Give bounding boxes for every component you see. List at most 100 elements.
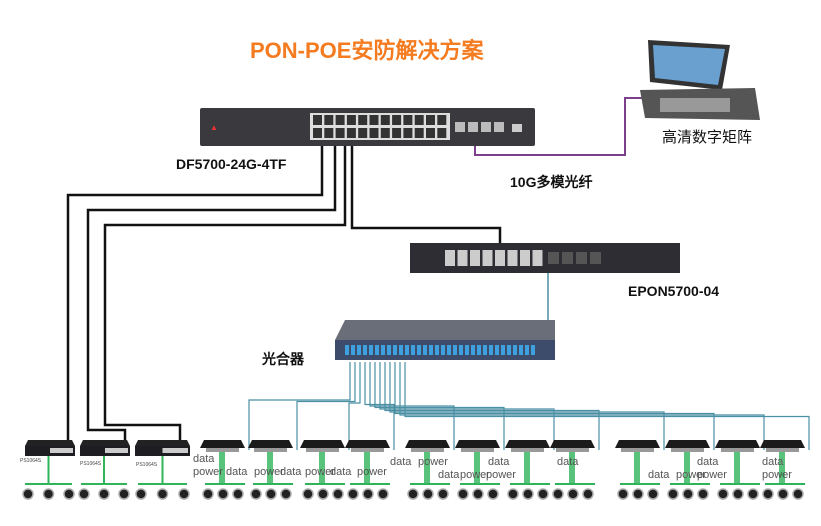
poe-onu-ports [351,448,384,452]
power-label: power [676,469,706,481]
data-label: data [438,469,460,481]
splitter-port [507,345,511,355]
poe-onu [505,440,550,448]
data-label: data [697,456,719,468]
ethernet-port [369,115,379,125]
splitter-port [369,345,373,355]
dome-camera [377,488,389,500]
matrix-front-panel [660,98,730,112]
pon-drop-link [374,362,505,450]
pon-port [590,252,601,264]
splitter-port [465,345,469,355]
access-switch-ports [50,448,73,453]
splitter-top [335,320,555,340]
sfp-port [455,122,465,132]
poe-onu-ports [621,448,654,452]
fiber-label: 10G多模光纤 [510,174,593,190]
poe-onu-ports [671,448,704,452]
power-label: power [762,469,792,481]
data-label: data [390,456,412,468]
dome-camera [317,488,329,500]
poe-onu-ports [511,448,544,452]
splitter-port [441,345,445,355]
power-label: power [460,469,490,481]
data-label: data [557,456,579,468]
ethernet-port [335,128,345,138]
dome-camera [697,488,709,500]
pon-port [562,252,573,264]
dome-camera [280,488,292,500]
access-switch [25,440,75,446]
access-switch-model-label: PS1064S [136,462,158,468]
splitter-label: 光合器 [262,351,304,367]
splitter-port [495,345,499,355]
dome-camera [792,488,804,500]
olt-port [445,250,455,266]
ethernet-port [437,115,447,125]
poe-onu [550,440,595,448]
dome-camera [217,488,229,500]
poe-onu-ports [556,448,589,452]
dome-camera [682,488,694,500]
data-label: data [762,456,784,468]
olt-port [495,250,505,266]
fiber-link [474,97,645,156]
dome-camera [747,488,759,500]
power-label: power [486,469,516,481]
olt-port [457,250,468,266]
splitter-port [519,345,523,355]
splitter-port [393,345,397,355]
dome-camera [717,488,729,500]
ethernet-port [392,115,402,125]
poe-onu-ports [411,448,444,452]
dome-camera [552,488,564,500]
pon-port [548,252,559,264]
splitter-port [405,345,409,355]
splitter-port [417,345,421,355]
pon-drop-link [384,362,600,450]
camera [118,488,130,500]
splitter-port [345,345,349,355]
power-label: power [357,466,387,478]
dome-camera [347,488,359,500]
data-label: data [280,466,302,478]
dome-camera [582,488,594,500]
access-switch-model-label: PS1064S [20,458,42,464]
splitter-port [453,345,457,355]
copper-link [103,138,347,445]
camera [22,488,34,500]
olt-port [520,250,530,266]
splitter-port [501,345,505,355]
power-label: power [305,466,335,478]
poe-onu [200,440,245,448]
poe-onu-ports [206,448,239,452]
olt-port [532,250,543,266]
dome-camera [537,488,549,500]
brand-logo: ▲ [210,123,218,132]
olt-port [470,250,480,266]
access-switch-model-label: PS1064S [80,461,102,467]
dome-camera [250,488,262,500]
splitter-port [381,345,385,355]
dome-camera [567,488,579,500]
console-port [512,124,522,132]
splitter-port [525,345,529,355]
poe-onu [248,440,293,448]
splitter-port [351,345,355,355]
dome-camera [472,488,484,500]
access-switch-ports [162,448,188,453]
pon-drop-link [389,362,665,450]
monitor-screen [653,45,725,85]
ethernet-port [380,115,390,125]
splitter-port [459,345,463,355]
poe-onu [300,440,345,448]
splitter-port [513,345,517,355]
ethernet-port [346,115,356,125]
ethernet-port [403,128,413,138]
power-label: power [193,466,223,478]
dome-camera [777,488,789,500]
pon-drop-link [394,362,715,450]
ethernet-port [426,115,435,125]
